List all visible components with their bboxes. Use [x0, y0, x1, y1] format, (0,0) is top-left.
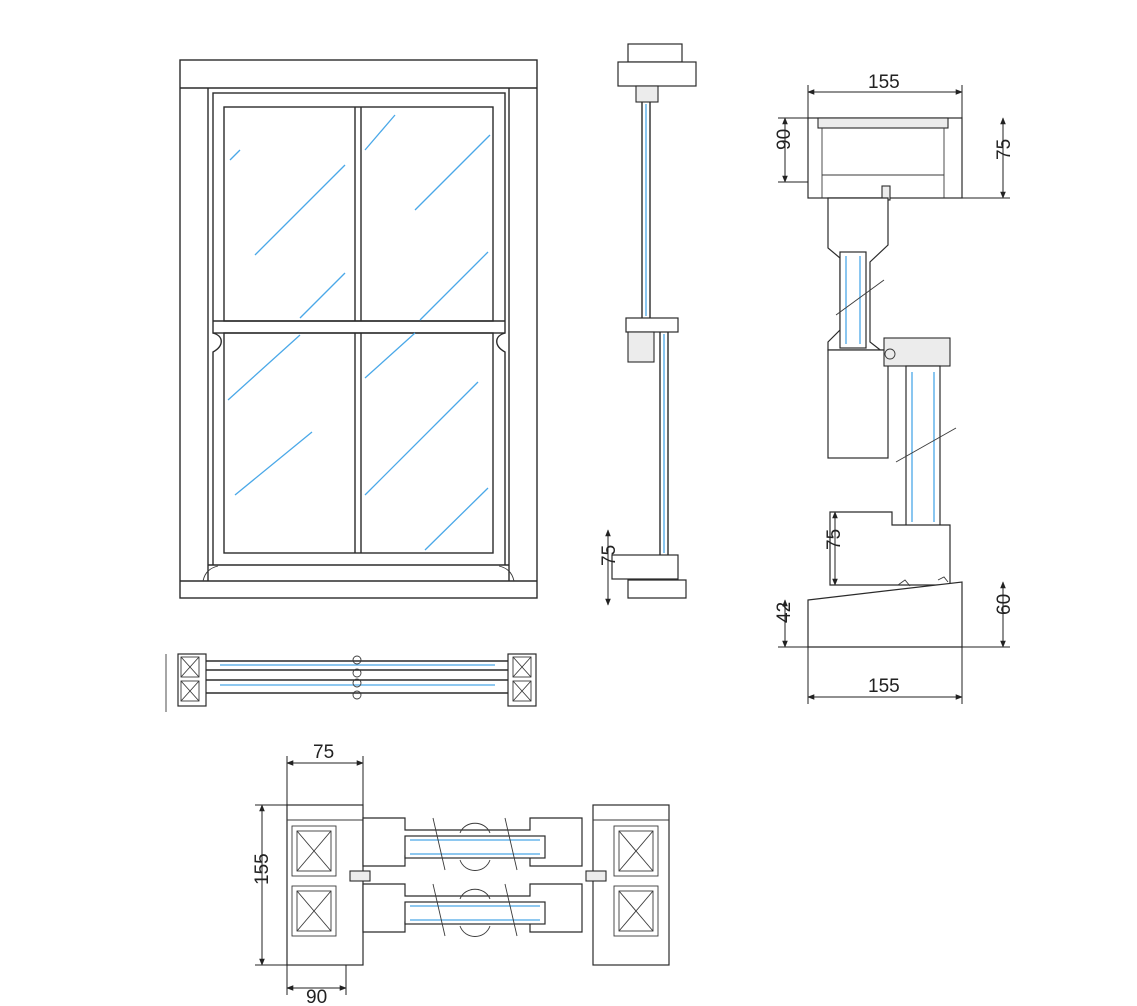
sill-right-dim-label: 60: [994, 594, 1015, 615]
side-bottom-dim-label: 75: [599, 545, 620, 566]
plan-bottom-dim-label: 90: [306, 987, 327, 1006]
detail-dimensions: 155 90 75 75 42 60 155: [774, 72, 1015, 704]
head-width-dim-label: 155: [868, 72, 900, 93]
vertical-section-slim: 75: [599, 43, 697, 606]
front-elevation: [179, 59, 538, 599]
plan-detail: 75 155 90: [252, 742, 670, 1006]
rail-height-dim-label: 75: [824, 529, 845, 550]
side-section-dimension: 75: [599, 529, 620, 606]
head-height-left-dim-label: 90: [774, 129, 795, 150]
sill-width-dim-label: 155: [868, 676, 900, 697]
horizontal-section-small: [165, 653, 537, 712]
head-height-right-dim-label: 75: [994, 139, 1015, 160]
plan-width-dim-label: 75: [313, 742, 334, 763]
sill-left-dim-label: 42: [774, 602, 795, 623]
plan-dimensions: 75 155 90: [252, 742, 364, 1006]
vertical-section-detail: 155 90 75 75 42 60 155: [774, 72, 1015, 704]
glass-reflection: [227, 114, 491, 551]
plan-height-dim-label: 155: [252, 853, 273, 885]
